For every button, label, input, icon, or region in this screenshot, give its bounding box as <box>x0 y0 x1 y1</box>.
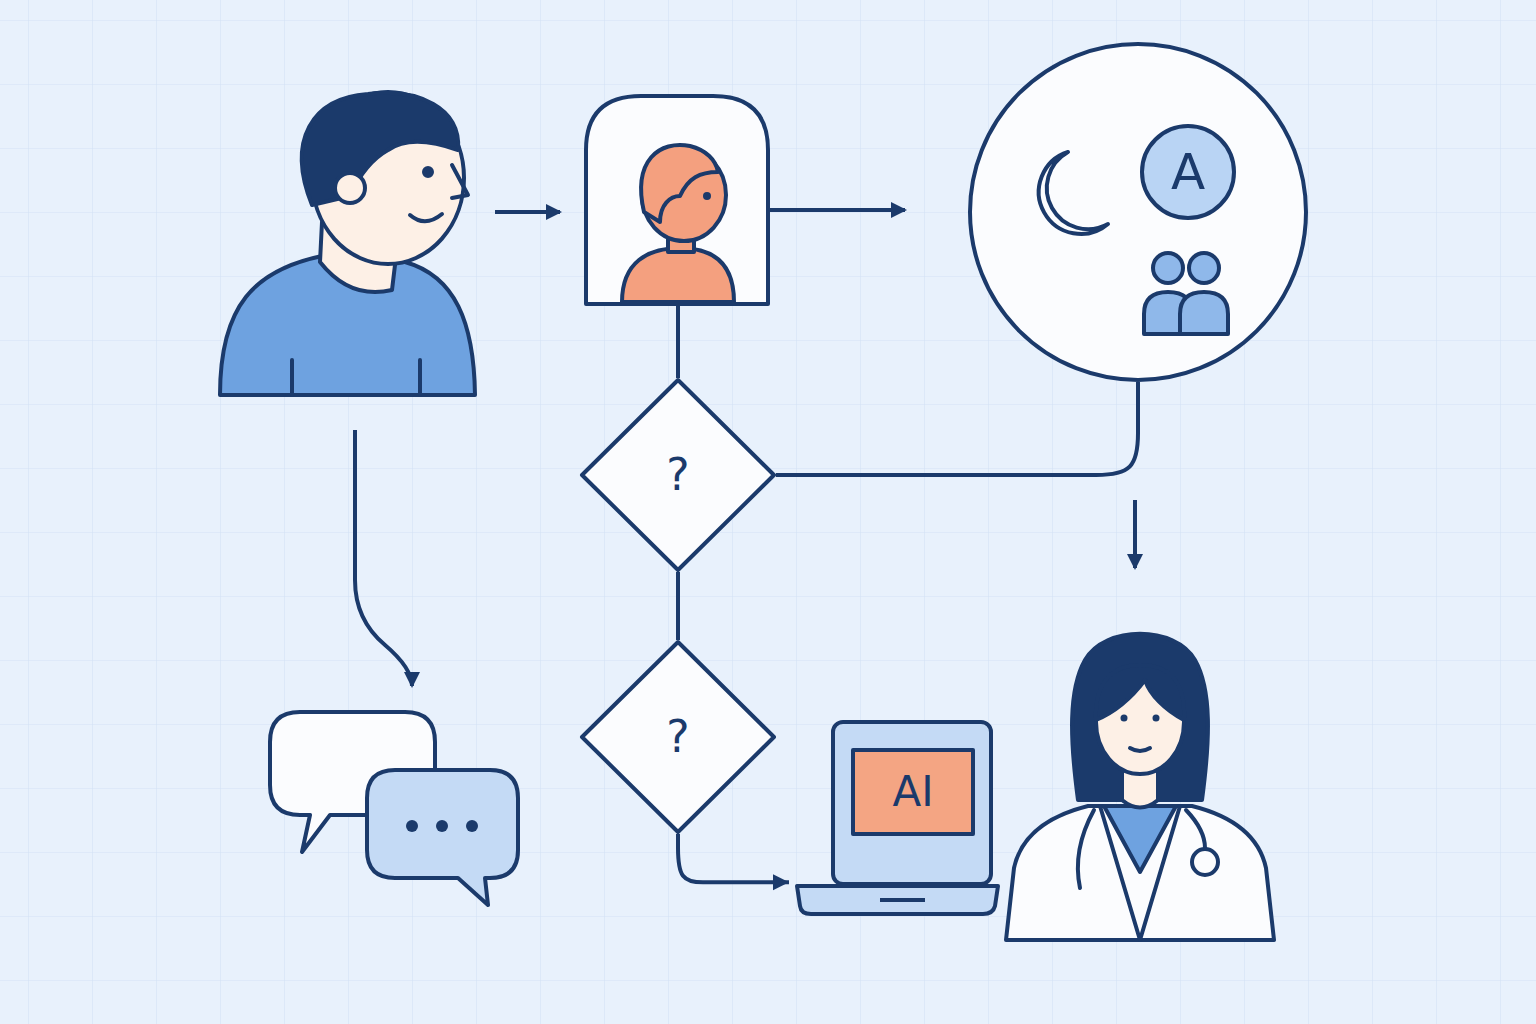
chat-bubbles <box>270 712 518 905</box>
node-label: ? <box>666 453 689 497</box>
decision-diamond: ? <box>580 640 776 834</box>
info-circle-outline <box>968 42 1308 382</box>
ai-laptop: AI <box>795 720 1000 918</box>
connector <box>776 382 1138 475</box>
flow-arrow <box>1133 500 1137 568</box>
ai-laptop-outline <box>795 720 1000 918</box>
connector <box>678 834 789 882</box>
doctor-figure <box>1006 634 1274 940</box>
flow-arrow <box>770 208 905 212</box>
node-label: A <box>1171 147 1205 197</box>
node-label: AI <box>892 771 933 813</box>
flow-line <box>676 305 680 378</box>
flow-arrow <box>355 430 412 686</box>
man-figure <box>220 92 475 395</box>
person-card <box>586 96 768 304</box>
decision-diamond: ? <box>580 378 776 572</box>
flow-arrow <box>495 210 560 214</box>
connector <box>676 572 680 640</box>
node-label: ? <box>666 715 689 759</box>
info-circle: A <box>968 42 1308 382</box>
